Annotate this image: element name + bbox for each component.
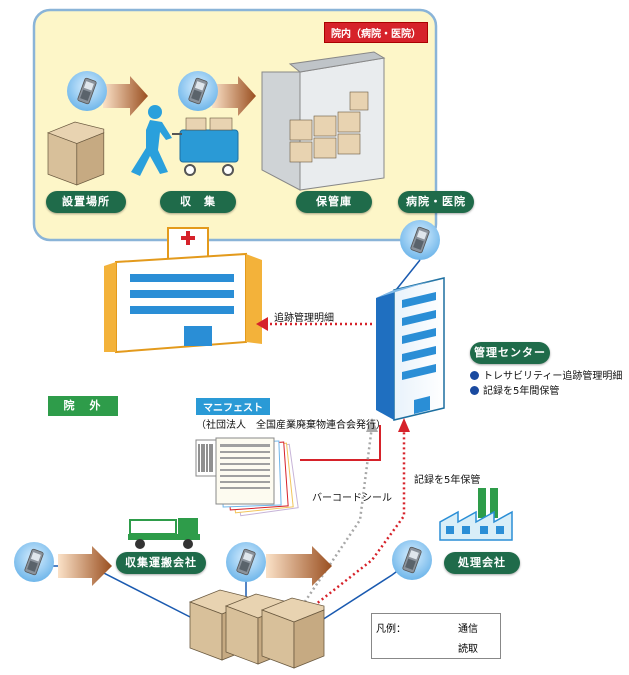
truck-icon xyxy=(128,518,200,549)
manifest-document-icon xyxy=(195,437,299,517)
handheld-reader-icon xyxy=(13,541,55,583)
handheld-reader-icon xyxy=(391,539,433,581)
arrow-icon xyxy=(58,546,112,586)
arrow-icon xyxy=(256,317,268,331)
arrow-icon xyxy=(398,418,410,432)
legend-title: 凡例： xyxy=(376,624,406,635)
handheld-reader-icon xyxy=(66,70,108,112)
barcode-seal-label: バーコードシール xyxy=(312,493,392,504)
tracking-report-label: 追跡管理明細 xyxy=(274,313,334,324)
legend-comm-label: 通信 xyxy=(458,624,478,635)
center-bullet: トレサビリティー追跡管理明細 xyxy=(470,367,622,382)
storage-room-icon xyxy=(261,51,386,191)
center-bullet: 記録を5年間保管 xyxy=(470,382,559,397)
arrow-icon xyxy=(366,418,378,432)
manifest-title: マニフェスト xyxy=(196,398,270,415)
comm-line xyxy=(300,425,381,461)
collection-worker-icon xyxy=(131,105,239,176)
factory-icon xyxy=(439,488,513,541)
legend-read-label: 読取 xyxy=(458,644,478,655)
waste-box-icon xyxy=(47,121,105,186)
handheld-reader-icon xyxy=(177,70,219,112)
handheld-reader-icon xyxy=(225,541,267,583)
bullet-icon xyxy=(470,371,479,380)
barcode-flow-line xyxy=(300,425,374,607)
transport-company-label: 収集運搬会社 xyxy=(116,552,206,574)
arrow-icon xyxy=(103,76,148,116)
outside-area-label: 院 外 xyxy=(48,396,118,416)
step-hospital: 病院・医院 xyxy=(398,191,474,213)
inside-area-badge: 院内（病院・医院） xyxy=(324,22,428,43)
comm-line xyxy=(305,428,406,613)
handheld-reader-icon xyxy=(399,219,441,261)
step-collection: 収 集 xyxy=(160,191,236,213)
step-storage: 保管庫 xyxy=(296,191,372,213)
manifest-subtitle: （社団法人 全国産業廃棄物連合会発行） xyxy=(196,420,386,431)
hospital-building-icon xyxy=(104,227,262,354)
management-center-building-icon xyxy=(376,277,445,421)
arrow-icon xyxy=(212,76,256,116)
record-keeping-label: 記録を5年保管 xyxy=(414,475,481,486)
step-install-location: 設置場所 xyxy=(46,191,126,213)
management-center-label: 管理センター xyxy=(470,342,550,364)
legend: 凡例： 通信 読取 xyxy=(371,613,501,659)
bullet-icon xyxy=(470,386,479,395)
waste-boxes-icon xyxy=(189,589,325,669)
arrow-icon xyxy=(266,546,332,586)
processing-company-label: 処理会社 xyxy=(444,552,520,574)
